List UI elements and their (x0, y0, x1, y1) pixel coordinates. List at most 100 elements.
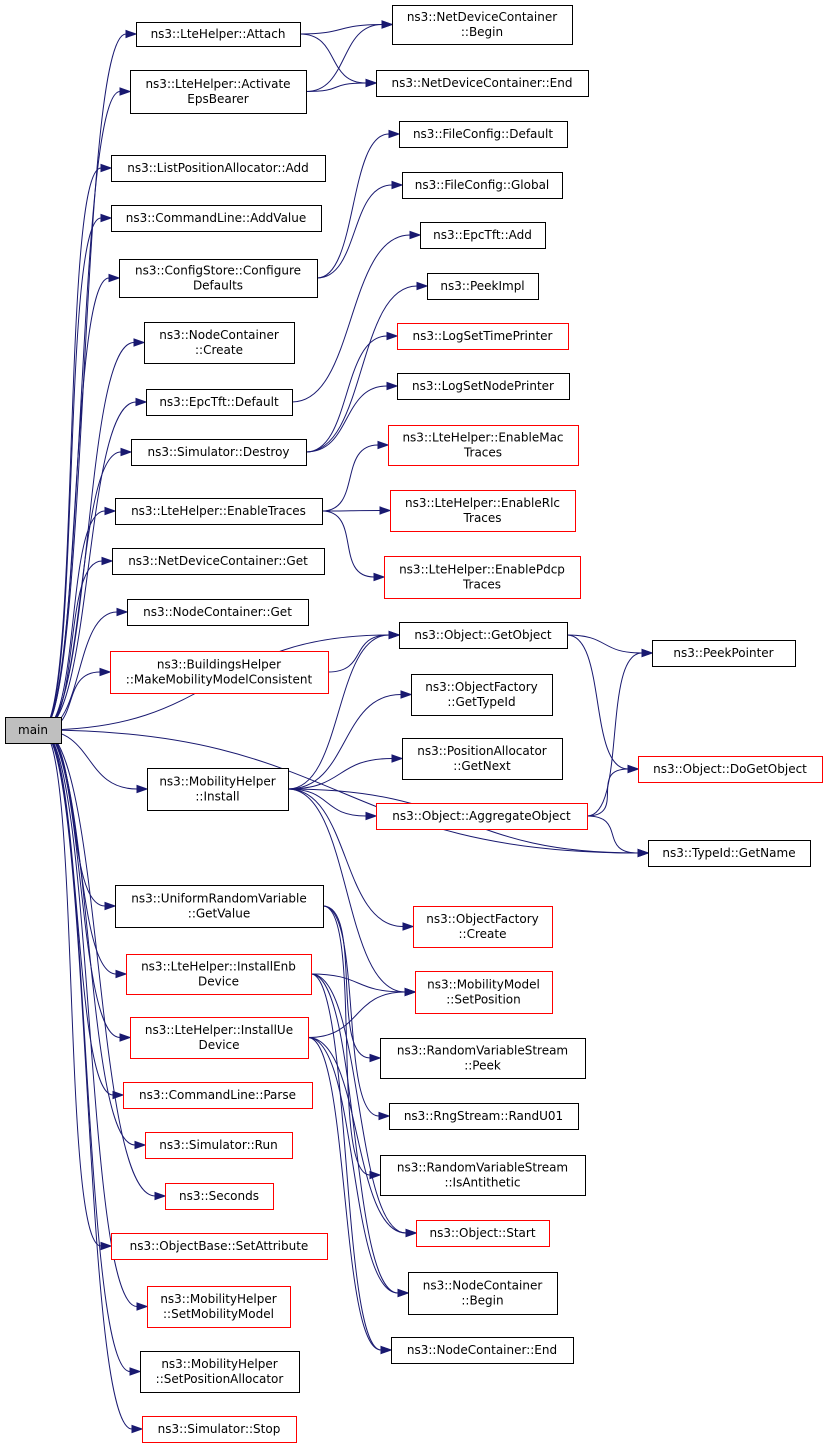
arrowhead-lte-traces-icon (104, 506, 117, 516)
node-obj-getobject[interactable]: ns3::Object::GetObject (399, 622, 568, 649)
arrowhead-mh-setmm-icon (136, 1302, 149, 1311)
node-ndc-begin[interactable]: ns3::NetDeviceContainer::Begin (392, 5, 573, 45)
arrowhead-lte-mac-icon (377, 440, 390, 450)
node-cl-parse[interactable]: ns3::CommandLine::Parse (123, 1082, 313, 1109)
node-cl-addvalue[interactable]: ns3::CommandLine::AddValue (111, 205, 322, 232)
node-nc-create-box (144, 322, 295, 364)
node-lte-rlc-label-line-1: ns3::LteHelper::EnableRlc (405, 496, 560, 510)
node-sim-run-label-line-1: ns3::Simulator::Run (159, 1138, 277, 1152)
edge-lte-attach-to-ndc-begin (299, 24, 383, 35)
node-fc-default-label-line-1: ns3::FileConfig::Default (413, 127, 553, 141)
node-peekimpl[interactable]: ns3::PeekImpl (427, 273, 539, 300)
node-ob-setattr[interactable]: ns3::ObjectBase::SetAttribute (111, 1233, 328, 1260)
node-peekimpl-label-line-1: ns3::PeekImpl (440, 279, 524, 293)
node-of-gettypeid[interactable]: ns3::ObjectFactory::GetTypeId (411, 674, 553, 716)
node-mh-install[interactable]: ns3::MobilityHelper::Install (147, 768, 289, 811)
node-sim-stop[interactable]: ns3::Simulator::Stop (142, 1416, 297, 1443)
arrowhead-ndc-begin-icon (381, 20, 394, 29)
node-rvs-isanti[interactable]: ns3::RandomVariableStream::IsAntithetic (380, 1155, 586, 1196)
node-mh-setpa-box (140, 1351, 300, 1393)
node-pa-getnext[interactable]: ns3::PositionAllocator::GetNext (402, 738, 563, 780)
node-of-create-box (413, 906, 553, 948)
arrowhead-of-create-icon (402, 922, 415, 931)
arrowhead-lte-activate-icon (119, 87, 132, 96)
node-obj-aggregate[interactable]: ns3::Object::AggregateObject (376, 803, 588, 830)
node-sim-run[interactable]: ns3::Simulator::Run (145, 1132, 293, 1159)
node-epctft-default[interactable]: ns3::EpcTft::Default (146, 389, 293, 416)
node-nc-create[interactable]: ns3::NodeContainer::Create (144, 322, 295, 364)
node-fc-default[interactable]: ns3::FileConfig::Default (399, 121, 568, 148)
arrowhead-sim-destroy-icon (120, 447, 133, 457)
node-mm-setposition[interactable]: ns3::MobilityModel::SetPosition (415, 971, 553, 1014)
edge-main-to-epctft-default (40, 401, 137, 731)
node-main[interactable]: main (5, 717, 62, 744)
node-mh-install-box (147, 768, 289, 811)
node-sim-destroy-box (131, 439, 307, 466)
arrowhead-bh-make-icon (99, 667, 112, 677)
node-cl-addvalue-label-line-1: ns3::CommandLine::AddValue (126, 211, 307, 225)
node-log-node[interactable]: ns3::LogSetNodePrinter (397, 373, 570, 400)
arrowhead-log-node-icon (386, 381, 399, 391)
node-lte-attach-box (136, 22, 301, 47)
node-peekimpl-box (427, 273, 539, 300)
node-sim-stop-label-line-1: ns3::Simulator::Stop (158, 1422, 281, 1436)
node-nc-begin-label-line-1: ns3::NodeContainer (423, 1279, 543, 1293)
node-rng-randu01[interactable]: ns3::RngStream::RandU01 (389, 1103, 579, 1130)
edge-main-to-sim-stop (40, 729, 133, 1430)
node-lte-traces[interactable]: ns3::LteHelper::EnableTraces (115, 498, 323, 525)
node-nc-begin[interactable]: ns3::NodeContainer::Begin (408, 1272, 558, 1315)
node-of-create[interactable]: ns3::ObjectFactory::Create (413, 906, 553, 948)
node-bh-make[interactable]: ns3::BuildingsHelper::MakeMobilityModelC… (110, 651, 329, 694)
node-ndc-end-box (376, 70, 589, 97)
node-seconds[interactable]: ns3::Seconds (165, 1183, 274, 1210)
node-log-time-box (397, 323, 569, 350)
node-lpa-add[interactable]: ns3::ListPositionAllocator::Add (111, 155, 326, 182)
node-epctft-add[interactable]: ns3::EpcTft::Add (420, 222, 546, 249)
arrowhead-cl-addvalue-icon (100, 213, 113, 223)
node-obj-dogetobject-box (638, 756, 823, 783)
node-ndc-get-box (112, 548, 325, 575)
node-sim-destroy[interactable]: ns3::Simulator::Destroy (131, 439, 307, 466)
edge-lte-enb-to-obj-start (310, 973, 407, 1234)
node-peekpointer-label-line-1: ns3::PeekPointer (673, 646, 773, 660)
node-lte-activate-box (130, 70, 307, 114)
arrowhead-ndc-end-icon (365, 78, 378, 88)
node-nc-get[interactable]: ns3::NodeContainer::Get (127, 599, 309, 626)
node-log-time[interactable]: ns3::LogSetTimePrinter (397, 323, 569, 350)
node-ndc-get[interactable]: ns3::NetDeviceContainer::Get (112, 548, 325, 575)
arrowhead-obj-getobject-icon (388, 630, 401, 640)
edge-main-to-sim-destroy (40, 451, 122, 731)
arrowhead-epctft-add-icon (409, 230, 422, 240)
node-nc-create-label-line-1: ns3::NodeContainer (159, 328, 279, 342)
node-obj-start[interactable]: ns3::Object::Start (416, 1220, 550, 1247)
edge-main-to-lte-ue (40, 729, 121, 1038)
node-of-create-label-line-1: ns3::ObjectFactory (426, 912, 539, 926)
node-typeid-getname[interactable]: ns3::TypeId::GetName (648, 840, 811, 867)
edge-obj-aggregate-to-peekpointer (586, 652, 643, 817)
edge-mh-install-to-of-create (287, 788, 404, 927)
node-mh-setmm[interactable]: ns3::MobilityHelper::SetMobilityModel (147, 1286, 291, 1328)
node-lte-activate-label-line-1: ns3::LteHelper::Activate (145, 77, 290, 91)
node-obj-dogetobject[interactable]: ns3::Object::DoGetObject (638, 756, 823, 783)
node-mh-setpa[interactable]: ns3::MobilityHelper::SetPositionAllocato… (140, 1351, 300, 1393)
node-bh-make-label-line-2: ::MakeMobilityModelConsistent (126, 673, 313, 687)
node-nc-end[interactable]: ns3::NodeContainer::End (391, 1337, 574, 1364)
node-rvs-peek[interactable]: ns3::RandomVariableStream::Peek (380, 1038, 586, 1079)
node-mh-setpa-label-line-1: ns3::MobilityHelper (161, 1357, 277, 1371)
node-sim-stop-box (142, 1416, 297, 1443)
node-urv-getvalue[interactable]: ns3::UniformRandomVariable::GetValue (115, 885, 324, 928)
node-fc-global[interactable]: ns3::FileConfig::Global (402, 172, 563, 199)
edge-obj-getobject-to-obj-dogetobject (566, 634, 629, 770)
node-ndc-end[interactable]: ns3::NetDeviceContainer::End (376, 70, 589, 97)
node-lte-attach[interactable]: ns3::LteHelper::Attach (136, 22, 301, 47)
node-peekpointer[interactable]: ns3::PeekPointer (652, 640, 796, 667)
node-rng-randu01-label-line-1: ns3::RngStream::RandU01 (404, 1109, 563, 1123)
